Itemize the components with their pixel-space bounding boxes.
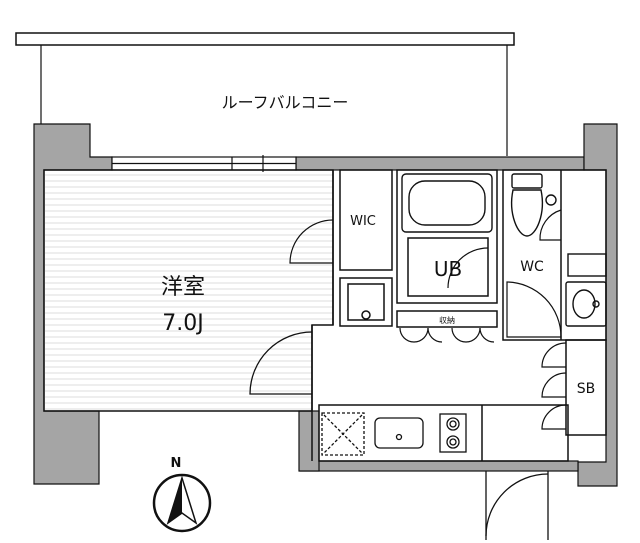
sb-folding-doors bbox=[541, 342, 567, 430]
ub-door-swing bbox=[447, 247, 489, 289]
partitions bbox=[311, 169, 607, 462]
room-name: 洋室 bbox=[161, 275, 205, 300]
top-wall bbox=[295, 156, 585, 171]
washroom-door-swing bbox=[506, 281, 562, 338]
sb-block bbox=[565, 339, 607, 436]
bottom-wall bbox=[299, 460, 579, 472]
burner-1 bbox=[446, 417, 460, 431]
bathroom-block bbox=[396, 169, 498, 304]
cooktop bbox=[439, 413, 467, 453]
right-wall bbox=[577, 123, 618, 487]
compass: N bbox=[152, 456, 212, 533]
balcony-label: ルーフバルコニー bbox=[222, 93, 349, 112]
compass-label: N bbox=[171, 456, 182, 471]
fridge-space bbox=[321, 412, 365, 456]
kitchen-counter bbox=[318, 404, 569, 462]
exterior-walls bbox=[33, 123, 618, 487]
wc-label: WC bbox=[520, 259, 544, 275]
sink bbox=[374, 417, 424, 449]
small-closet bbox=[339, 277, 393, 327]
bottom-left-wall bbox=[298, 410, 320, 472]
balcony: ルーフバルコニー bbox=[15, 32, 515, 156]
washbasin bbox=[565, 253, 607, 327]
wic-label: WIC bbox=[350, 214, 376, 229]
storage-shelf bbox=[396, 310, 498, 328]
wic-door-swing bbox=[289, 219, 334, 264]
room-size: 7.0J bbox=[162, 311, 203, 336]
bathtub bbox=[401, 173, 493, 233]
sb-label: SB bbox=[577, 381, 596, 397]
entrance-door-swing bbox=[485, 473, 549, 537]
storage-label: 収納 bbox=[439, 315, 455, 325]
balcony-rail bbox=[15, 32, 515, 46]
ub-label: UB bbox=[434, 257, 462, 281]
room-door-swing bbox=[249, 331, 313, 395]
burner-2 bbox=[446, 435, 460, 449]
entrance bbox=[485, 471, 549, 540]
toilet bbox=[511, 173, 557, 237]
kitchen bbox=[321, 412, 467, 456]
compass-ring bbox=[152, 473, 212, 533]
wic-closet bbox=[339, 169, 393, 271]
storage-folding-doors bbox=[399, 327, 495, 343]
toilet-door-swing bbox=[539, 209, 562, 241]
western-room: 洋室 7.0J bbox=[43, 169, 334, 412]
